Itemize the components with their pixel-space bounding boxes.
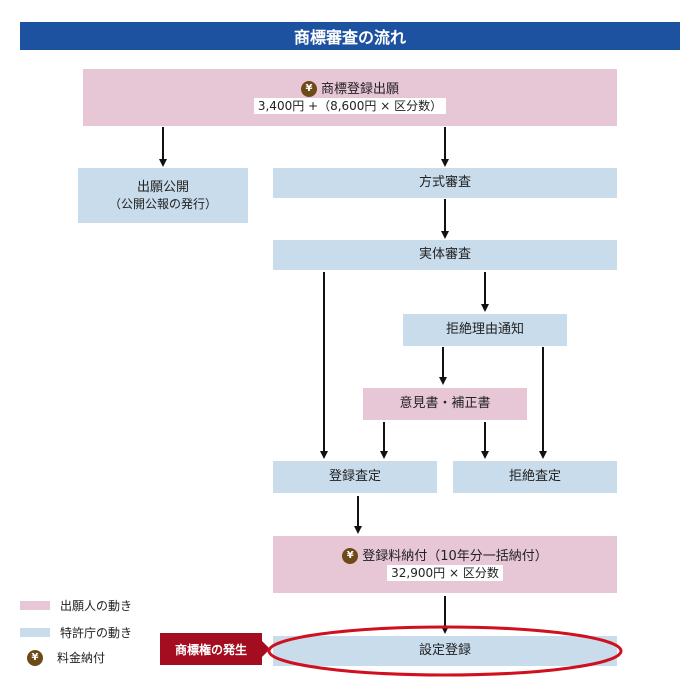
legend-office-label: 特許庁の動き (60, 626, 133, 640)
page-title: 商標審査の流れ (20, 22, 680, 50)
node-registration-decision: 登録査定 (273, 461, 437, 493)
node-opinion: 意見書・補正書 (363, 388, 527, 420)
legend-fee-label: 料金納付 (57, 651, 106, 665)
node-publication-detail: （公開公報の発行） (108, 197, 217, 212)
node-refusal-notice: 拒絶理由通知 (403, 314, 567, 346)
node-registration-fee: ¥登録料納付（10年分一括納付） 32,900円 × 区分数 (273, 536, 617, 593)
trademark-right-badge: 商標権の発生 (160, 633, 262, 665)
legend-applicant-swatch (20, 601, 50, 610)
node-refusal-notice-label: 拒絶理由通知 (445, 322, 524, 338)
node-registration: 設定登録 (273, 636, 617, 666)
node-refusal-decision-label: 拒絶査定 (508, 469, 561, 485)
node-application-label: 商標登録出願 (320, 81, 399, 97)
node-opinion-label: 意見書・補正書 (399, 396, 491, 412)
legend-office: 特許庁の動き (20, 624, 132, 641)
node-application-detail: 3,400円 +（8,600円 × 区分数） (253, 98, 447, 115)
node-publication-label: 出願公開 (136, 179, 189, 195)
legend-fee: ¥ 料金納付 (27, 649, 105, 666)
yen-fee-icon: ¥ (342, 548, 359, 565)
legend-applicant-label: 出願人の動き (60, 599, 133, 613)
node-registration-label: 設定登録 (418, 643, 471, 659)
legend-office-swatch (20, 628, 50, 637)
yen-fee-icon: ¥ (27, 649, 43, 666)
node-application: ¥商標登録出願 3,400円 +（8,600円 × 区分数） (83, 69, 617, 126)
node-registration-decision-label: 登録査定 (328, 469, 381, 485)
node-formal-exam-label: 方式審査 (418, 175, 471, 191)
node-formal-exam: 方式審査 (273, 168, 617, 198)
badge-pointer (262, 641, 270, 657)
node-registration-fee-detail: 32,900円 × 区分数 (387, 565, 503, 582)
trademark-right-badge-label: 商標権の発生 (174, 642, 247, 657)
node-substantive-exam: 実体審査 (273, 240, 617, 270)
node-substantive-exam-label: 実体審査 (418, 247, 471, 263)
legend-applicant: 出願人の動き (20, 597, 132, 614)
node-publication: 出願公開 （公開公報の発行） (78, 168, 248, 223)
node-registration-fee-label: 登録料納付（10年分一括納付） (362, 548, 548, 564)
yen-fee-icon: ¥ (300, 81, 317, 98)
node-refusal-decision: 拒絶査定 (453, 461, 617, 493)
